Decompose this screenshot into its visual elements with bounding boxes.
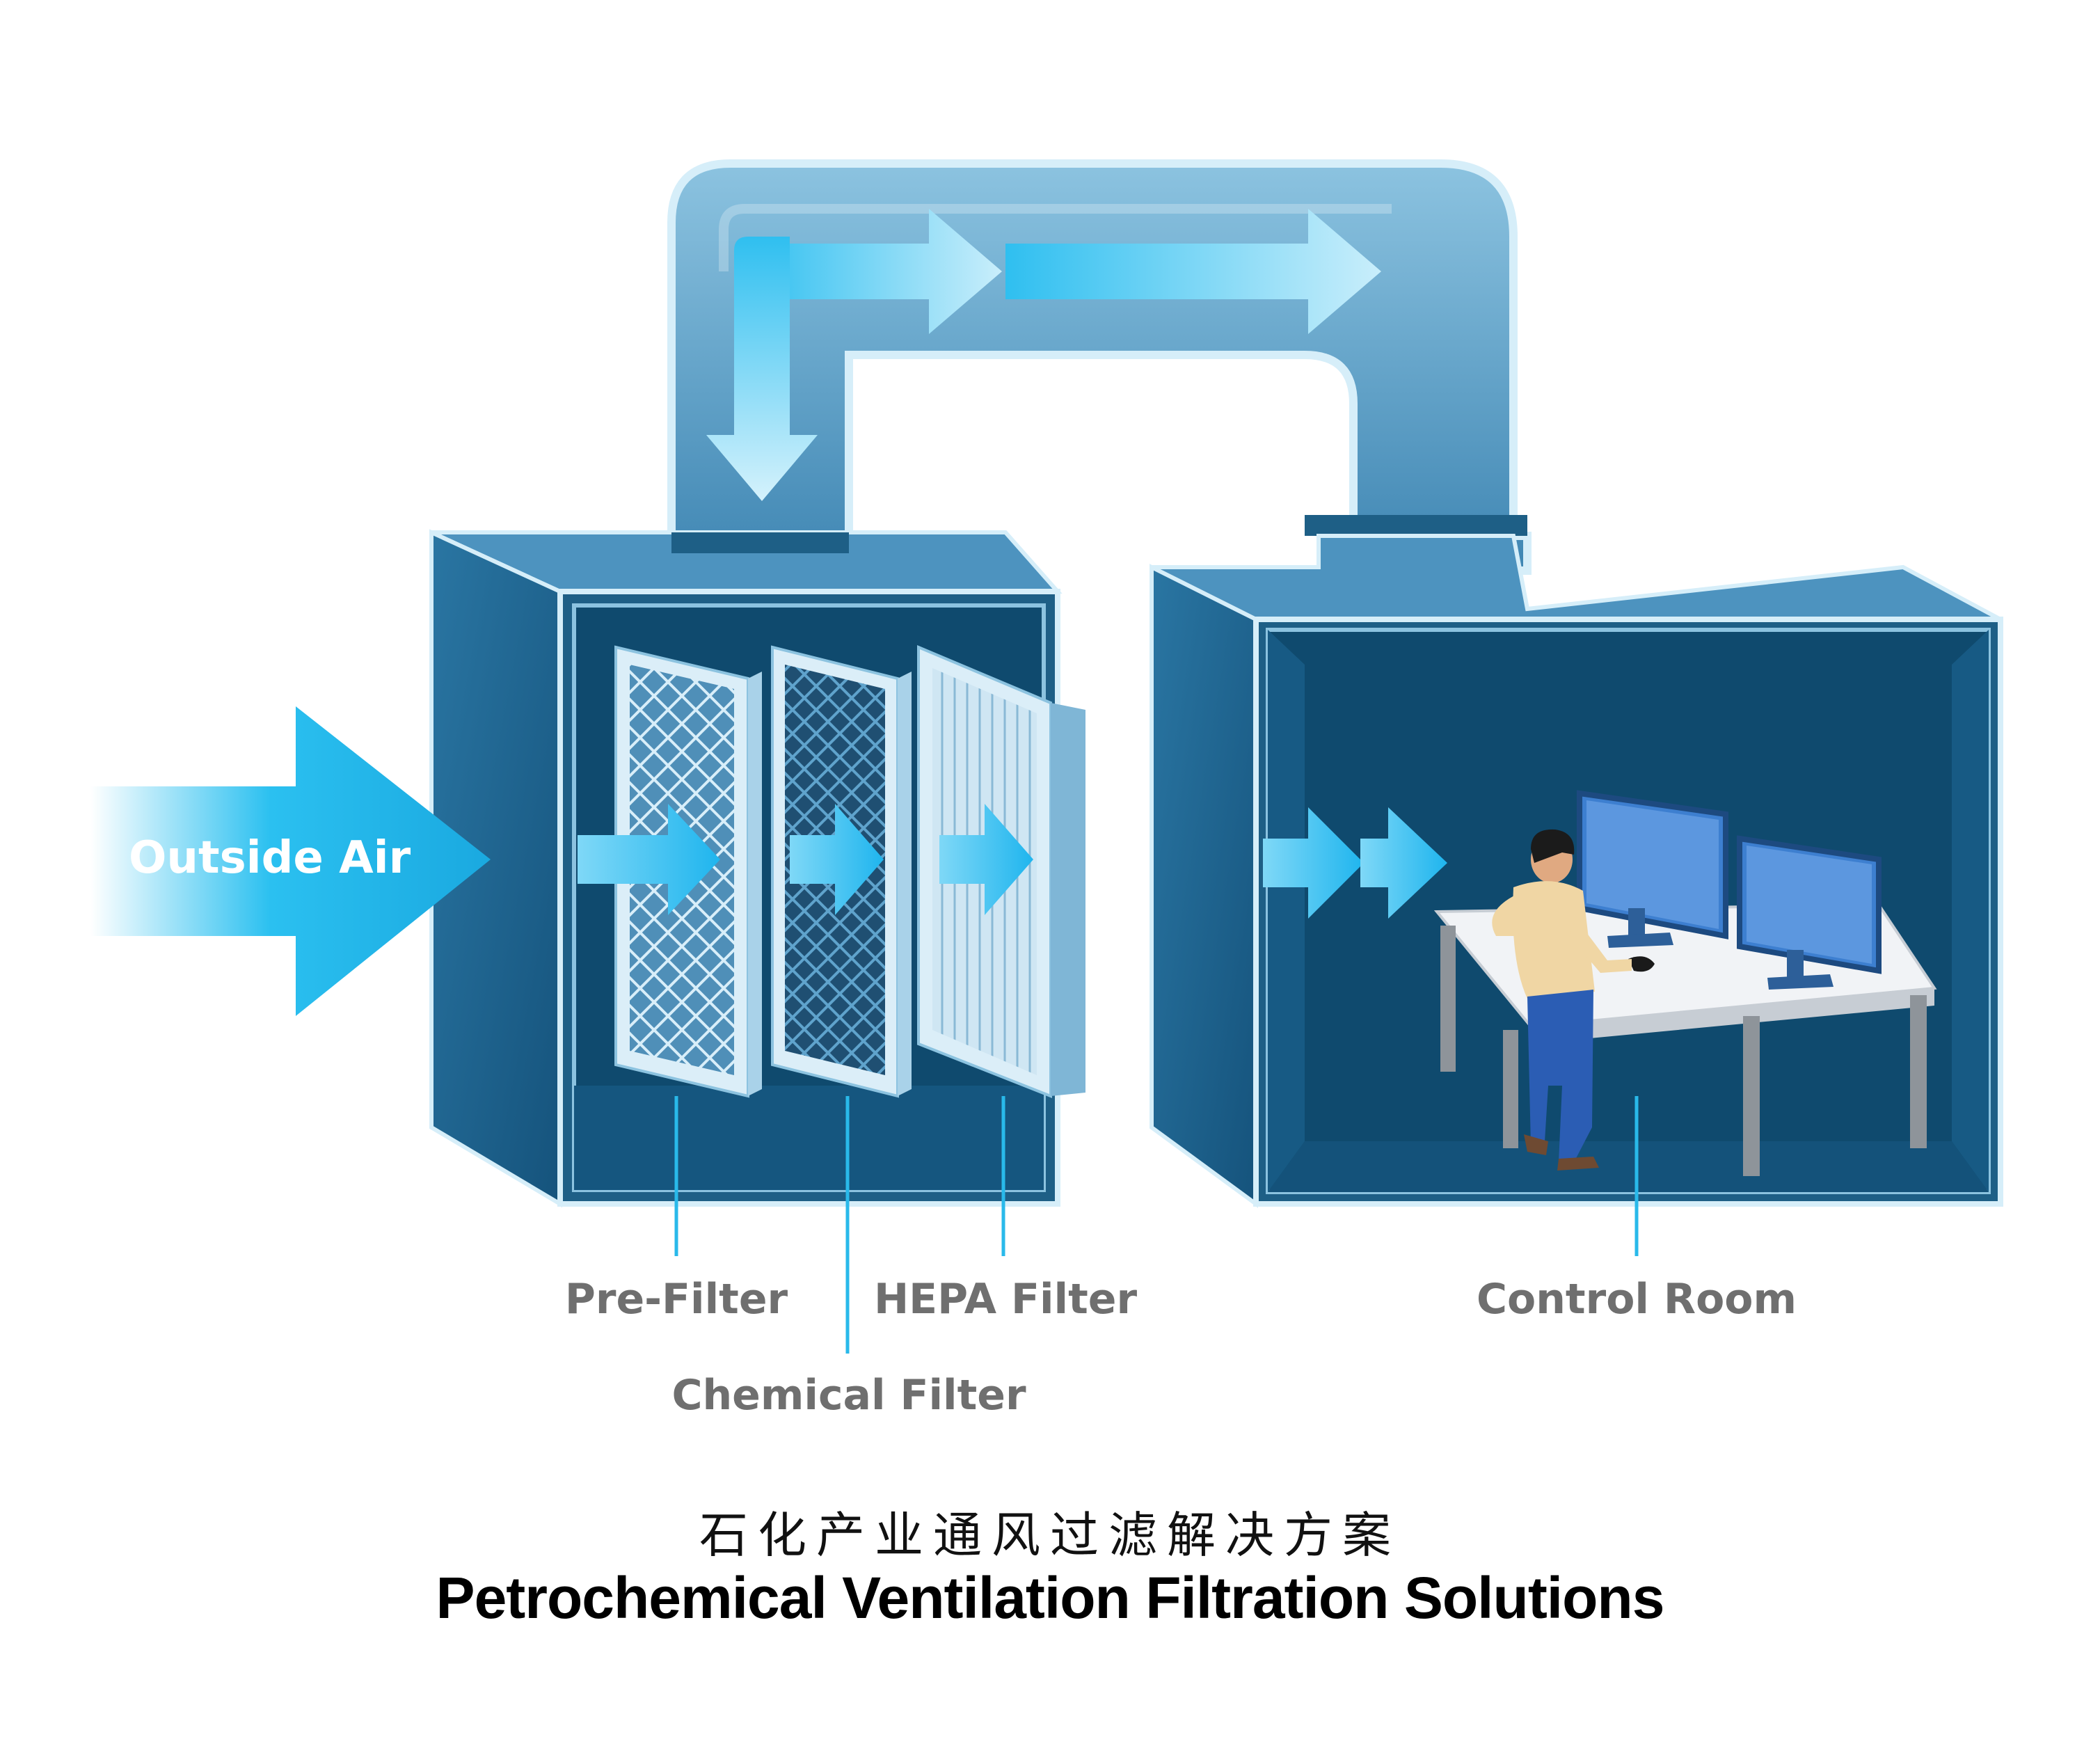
- pre-filter-label: Pre-Filter: [564, 1275, 788, 1324]
- duct-arrow-down: [706, 237, 818, 501]
- room-arrow-2: [1360, 807, 1447, 919]
- airflow-arrow-3: [939, 804, 1033, 915]
- duct-arrow-right-1: [748, 209, 1002, 334]
- title-english: Petrochemical Ventilation Filtration Sol…: [436, 1565, 1665, 1631]
- control-room-label: Control Room: [1476, 1275, 1797, 1324]
- leader-lines: [674, 1096, 1639, 1354]
- airflow-arrow-2: [790, 804, 884, 915]
- air-duct: [667, 159, 1532, 575]
- outside-air-label: Outside Air: [129, 832, 411, 884]
- title-chinese: 石化产业通风过滤解决方案: [699, 1507, 1401, 1564]
- monitor-right: [1737, 835, 1882, 990]
- room-arrow-1: [1263, 807, 1364, 919]
- chemical-filter-label: Chemical Filter: [671, 1371, 1026, 1420]
- hepa-filter-label: HEPA Filter: [873, 1275, 1138, 1324]
- operator-person: [1492, 829, 1632, 1171]
- outside-air-arrow: [90, 706, 491, 1016]
- airflow-arrow-1: [578, 804, 720, 915]
- monitor-left: [1577, 790, 1728, 948]
- duct-arrow-right-2: [1005, 209, 1381, 334]
- computer-mouse: [1628, 956, 1655, 972]
- duct-coupling: [1305, 515, 1527, 536]
